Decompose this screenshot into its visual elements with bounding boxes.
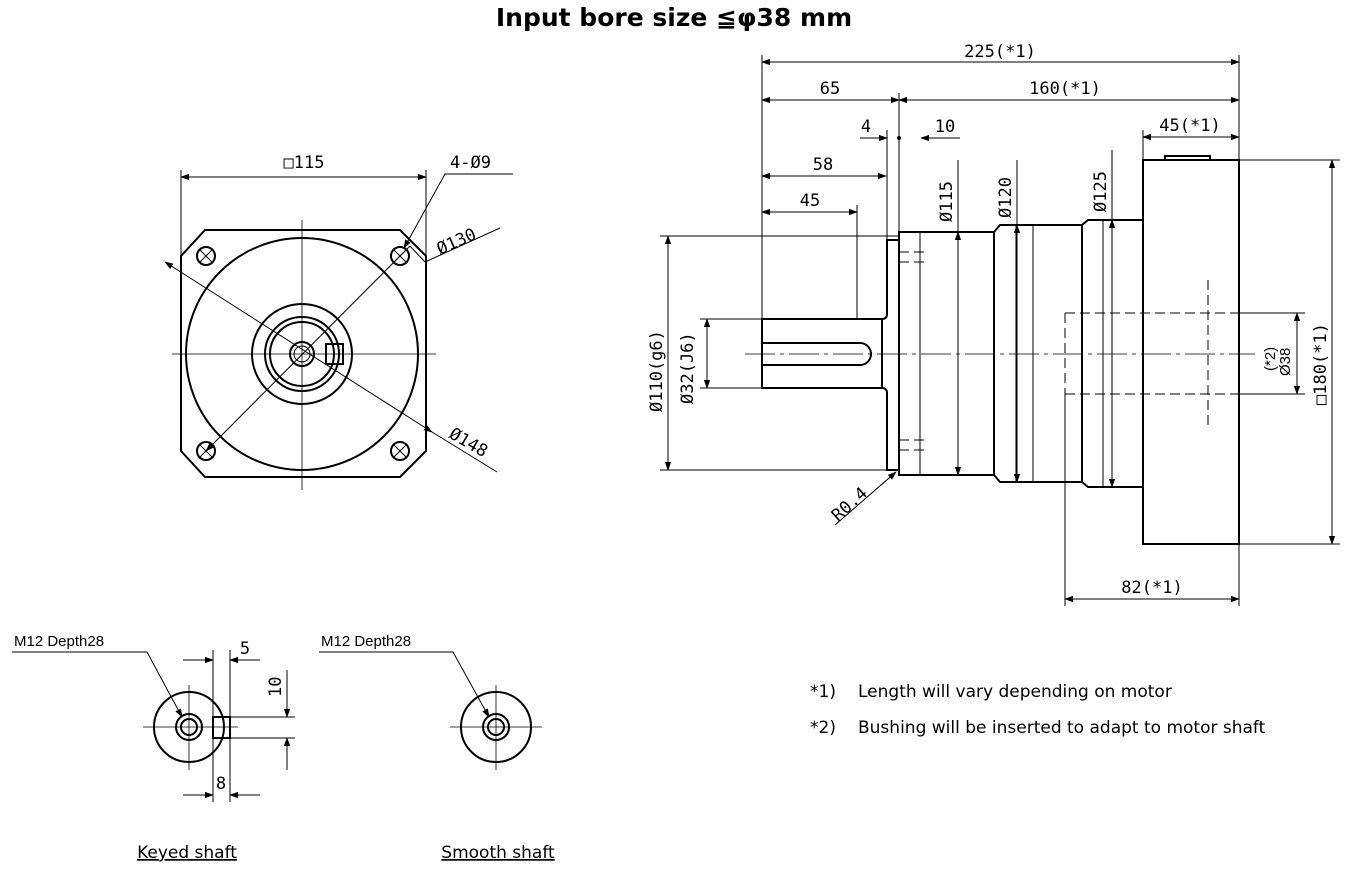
dim-adapter-45: 45(*1) — [1159, 116, 1220, 136]
dim-d32: Ø32(J6) — [678, 332, 698, 404]
keyed-key-height: 10 — [266, 677, 286, 697]
flange-body — [898, 231, 995, 476]
keyed-key-bottom: 8 — [216, 774, 226, 794]
dim-body-160: 160(*1) — [1029, 79, 1101, 99]
housing — [993, 224, 1083, 483]
mounting-holes — [196, 246, 410, 461]
dim-holes: 4-Ø9 — [450, 153, 491, 173]
dim-overall: 225(*1) — [964, 42, 1036, 62]
dim-d125: Ø125 — [1091, 171, 1111, 212]
dim-bore-38: Ø38 — [1277, 348, 1294, 376]
notes: *1) Length will vary depending on motor … — [810, 682, 1266, 738]
smooth-shaft-view: M12 Depth28 Smooth shaft — [319, 633, 555, 863]
dim-adapter-180: □180(*1) — [1311, 323, 1331, 405]
dim-bottom-82: 82(*1) — [1121, 578, 1182, 598]
dim-key-45: 45 — [800, 191, 820, 211]
keyed-thread-label: M12 Depth28 — [14, 633, 104, 650]
keyed-shaft-view: M12 Depth28 5 10 8 Keyed shaft — [12, 633, 295, 863]
dim-d115: Ø115 — [937, 181, 957, 222]
key-rect — [212, 716, 231, 739]
smooth-caption: Smooth shaft — [441, 843, 555, 863]
motor-adapter — [1142, 159, 1240, 545]
note-2-text: Bushing will be inserted to adapt to mot… — [858, 718, 1266, 738]
keyed-caption: Keyed shaft — [137, 843, 237, 863]
dim-shaft-58: 58 — [813, 155, 833, 175]
dim-bore-note: (*2) — [1262, 347, 1279, 371]
note-1-text: Length will vary depending on motor — [858, 682, 1172, 702]
dim-diag-148: Ø148 — [446, 424, 491, 462]
dim-pcd-130: Ø130 — [434, 225, 480, 260]
note-1-mark: *1) — [810, 682, 836, 702]
front-view: □115 4-Ø9 Ø130 Ø148 — [164, 153, 513, 490]
output-shaft — [761, 318, 883, 389]
dim-pilot-10: 10 — [935, 117, 955, 137]
dim-shaft-65: 65 — [820, 79, 840, 99]
smooth-thread-label: M12 Depth28 — [321, 633, 411, 650]
dim-d110: Ø110(g6) — [647, 330, 667, 412]
keyed-key-width: 5 — [240, 639, 250, 659]
side-view: 225(*1) 65 160(*1) 4 10 45(*1) 58 45 Ø11… — [647, 42, 1340, 606]
note-2-mark: *2) — [810, 718, 836, 738]
dim-radius: R0.4 — [828, 483, 872, 525]
dim-flange-4: 4 — [861, 117, 871, 137]
dim-d120: Ø120 — [996, 177, 1016, 218]
dim-square-115: □115 — [284, 153, 325, 173]
page-title: Input bore size ≦φ38 mm — [496, 3, 852, 32]
